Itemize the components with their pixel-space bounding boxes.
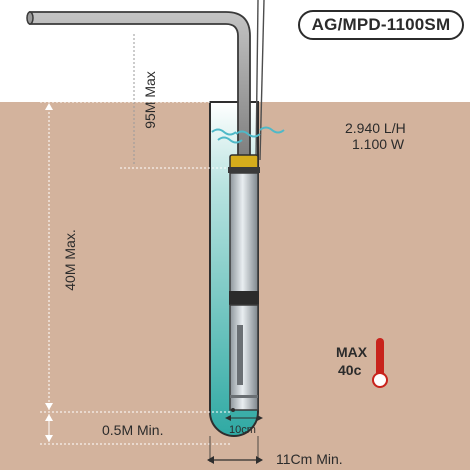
well-diameter-label: 11Cm Min. (276, 451, 343, 467)
water-wave-3 (259, 126, 285, 134)
water-wave-1 (211, 128, 237, 136)
power-label: 1.100 W (352, 136, 405, 152)
pipe-end (26, 11, 34, 25)
temperature-max-label: MAX (336, 344, 368, 360)
max-depth-label: 40M Max. (62, 229, 78, 291)
flow-rate-label: 2.940 L/H (345, 120, 406, 136)
pump-diameter-label: 10cm (229, 424, 256, 436)
pump-intake (229, 291, 259, 305)
temperature-value-label: 40c (338, 362, 362, 378)
well-diameter-arrow-left (207, 456, 214, 464)
depth-arrow-top (45, 103, 53, 110)
pump-head-band (228, 167, 260, 173)
thermometer-tube (376, 338, 384, 380)
thermometer-bulb (372, 372, 388, 388)
pump-motor-band (230, 395, 258, 398)
depth-arrow-bottom (45, 403, 53, 410)
model-name: AG/MPD-1100SM (311, 15, 451, 34)
water-wave-2 (235, 130, 261, 138)
model-badge: AG/MPD-1100SM (298, 10, 464, 40)
power-cable-1 (255, 0, 259, 161)
min-clearance-label: 0.5M Min. (102, 422, 164, 438)
pump-diameter-arrow-left (225, 415, 231, 421)
pump-motor-label (237, 325, 243, 385)
max-lift-label: 95M Max (142, 71, 158, 129)
pump-bottom-dot (231, 408, 235, 412)
pump-head (229, 154, 259, 170)
pump-body (229, 172, 259, 294)
water-wave-4 (217, 136, 243, 144)
pump-diameter-arrow-right (257, 415, 263, 421)
pump-motor (229, 304, 259, 411)
power-cable-2 (259, 0, 265, 161)
